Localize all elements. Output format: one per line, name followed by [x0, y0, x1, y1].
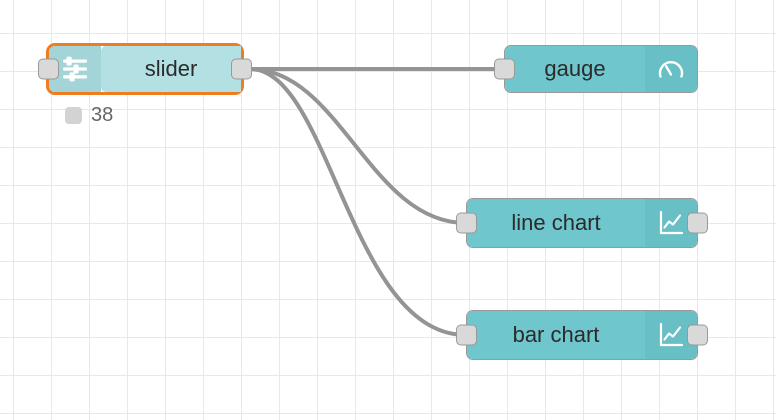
- wire-slider-to-line-chart[interactable]: [248, 67, 468, 225]
- node-slider-status: 38: [65, 105, 113, 125]
- node-slider-output-port[interactable]: [231, 58, 252, 80]
- node-gauge[interactable]: gauge: [494, 45, 698, 93]
- node-slider-status-text: 38: [91, 104, 114, 126]
- node-gauge-label: gauge: [544, 56, 606, 81]
- status-dot-icon: [65, 106, 82, 124]
- wire-slider-to-bar-chart[interactable]: [248, 67, 468, 337]
- sliders-icon: [49, 46, 101, 92]
- node-bar-chart[interactable]: bar chart: [456, 310, 708, 360]
- node-bar-chart-output-port[interactable]: [687, 324, 708, 346]
- node-bar-chart-label: bar chart: [512, 322, 600, 347]
- node-line-chart[interactable]: line chart: [456, 198, 708, 248]
- node-line-chart-body: line chart: [467, 199, 645, 247]
- node-line-chart-input-port[interactable]: [456, 212, 477, 234]
- node-slider[interactable]: slider: [38, 43, 252, 95]
- node-slider-body: slider: [101, 46, 241, 92]
- node-bar-chart-body: bar chart: [467, 311, 645, 359]
- node-gauge-input-port[interactable]: [494, 58, 515, 80]
- node-bar-chart-input-port[interactable]: [456, 324, 477, 346]
- node-slider-input-port[interactable]: [38, 58, 59, 80]
- gauge-icon: [645, 46, 697, 92]
- node-line-chart-label: line chart: [511, 210, 601, 235]
- node-line-chart-output-port[interactable]: [687, 212, 708, 234]
- node-gauge-body: gauge: [505, 46, 645, 92]
- node-slider-label: slider: [144, 56, 198, 81]
